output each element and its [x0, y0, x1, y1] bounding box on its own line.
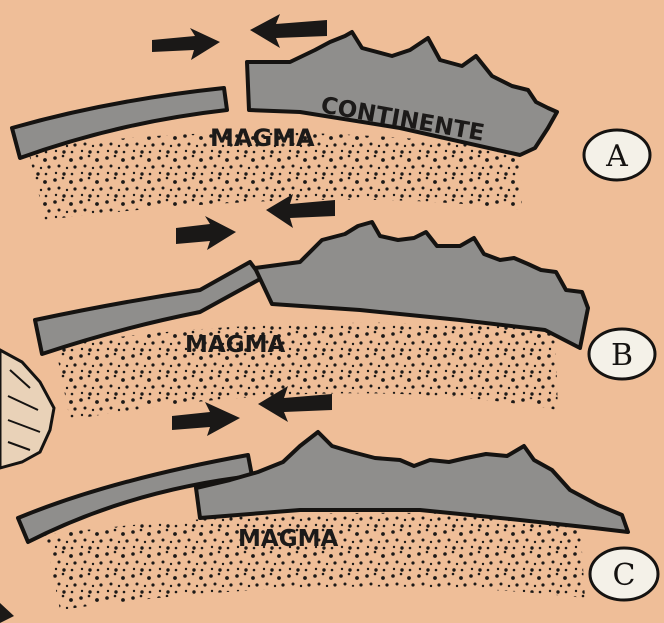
magma-label-c: MAGMA: [238, 526, 338, 552]
panel-c: MAGMA C: [18, 386, 658, 610]
badge-c-label: C: [613, 558, 636, 593]
hand-icon: [0, 350, 54, 468]
panel-a: CONTINENTE MAGMA A: [12, 14, 650, 220]
arrow-right-icon: [176, 216, 236, 250]
arrow-right-icon: [172, 402, 240, 436]
tool-mark: [0, 603, 14, 623]
badge-b: B: [589, 329, 655, 379]
badge-a-label: A: [605, 139, 628, 174]
panel-b: MAGMA B: [35, 194, 655, 420]
badge-c: C: [590, 548, 658, 600]
magma-label-b: MAGMA: [185, 332, 285, 358]
arrow-right-icon: [152, 28, 220, 60]
badge-a: A: [584, 130, 650, 180]
magma-label-a: MAGMA: [210, 124, 315, 152]
arrow-left-icon: [250, 14, 327, 48]
badge-b-label: B: [611, 338, 633, 373]
